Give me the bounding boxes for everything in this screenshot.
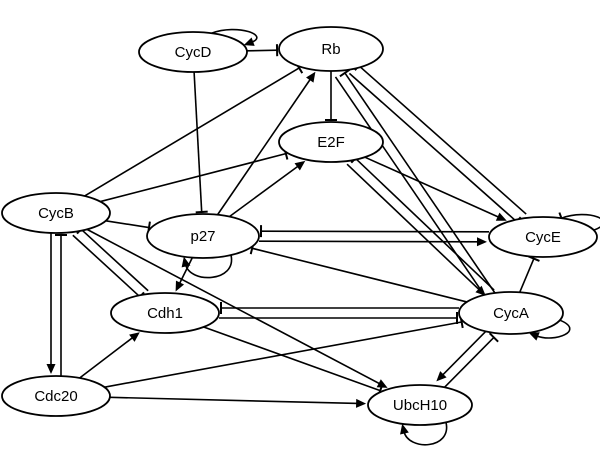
- edge-CycB-to-p27: [105, 219, 151, 234]
- edge-p27-to-CycE: [258, 237, 487, 247]
- self-loop-p27: [181, 254, 233, 279]
- edge-CycD-to-Rb: [246, 44, 279, 57]
- node-CycE-label: CycE: [525, 229, 561, 246]
- edge-CycA-to-CycE: [518, 255, 540, 293]
- self-loop-CycA: [528, 319, 571, 341]
- node-E2F[interactable]: E2F: [278, 121, 384, 163]
- node-CycE[interactable]: CycE: [488, 216, 598, 258]
- edge-Rb-to-CycA: [334, 76, 492, 303]
- edge-p27-to-CycE-arrowhead: [476, 237, 487, 247]
- node-CycD[interactable]: CycD: [138, 31, 248, 73]
- edge-p27-to-Rb: [216, 71, 316, 216]
- edge-p27-to-Cdh1-arrowhead: [175, 280, 185, 292]
- self-loop-p27-arrowhead: [181, 256, 191, 268]
- node-Rb[interactable]: Rb: [278, 26, 384, 72]
- edge-CycB-to-Cdh1: [72, 234, 145, 302]
- edge-CycA-to-E2F: [350, 153, 495, 291]
- edge-CycA-to-p27: [249, 242, 467, 303]
- self-loop-CycA-arrowhead: [528, 332, 540, 341]
- edge-CycA-to-Cdh1: [220, 302, 459, 314]
- edges-layer: [46, 28, 600, 446]
- edge-CycA-to-UbcH10-arrowhead: [436, 371, 447, 382]
- node-Cdh1-label: Cdh1: [147, 305, 183, 322]
- edge-CycD-to-p27: [193, 71, 208, 214]
- edge-E2F-to-CycA-arrowhead: [475, 285, 486, 296]
- edge-CycB-to-UbcH10: [86, 228, 388, 388]
- edge-CycB-to-Rb: [84, 62, 304, 197]
- node-E2F-label: E2F: [317, 134, 345, 151]
- edge-Cdc20-to-UbcH10: [109, 396, 367, 408]
- edge-CycB-to-UbcH10-arrowhead: [376, 379, 388, 388]
- node-CycA[interactable]: CycA: [458, 291, 564, 335]
- self-loop-UbcH10-arrowhead: [400, 423, 409, 435]
- edge-UbcH10-to-CycA-inhibition-bar: [488, 332, 499, 343]
- edge-Cdc20-to-Cdh1-arrowhead: [129, 332, 140, 342]
- node-p27-label: p27: [190, 228, 215, 245]
- edge-Rb-to-E2F: [325, 71, 337, 121]
- node-Cdh1[interactable]: Cdh1: [110, 292, 220, 334]
- edge-E2F-to-CycA: [346, 163, 486, 296]
- edge-CycA-to-UbcH10: [436, 328, 489, 382]
- node-UbcH10-label: UbcH10: [393, 397, 447, 414]
- edge-Cdc20-to-UbcH10-arrowhead: [355, 398, 367, 408]
- edge-UbcH10-to-CycA: [441, 332, 499, 391]
- node-Rb-label: Rb: [321, 41, 340, 58]
- self-loop-CycD: [211, 28, 258, 46]
- edge-CycB-to-Cdc20: [46, 233, 56, 374]
- edge-E2F-to-CycE: [364, 156, 507, 221]
- edge-p27-to-E2F-arrowhead: [294, 160, 306, 171]
- node-UbcH10[interactable]: UbcH10: [367, 384, 473, 426]
- edge-CycB-to-E2F: [100, 147, 289, 203]
- edge-Cdc20-to-CycB: [55, 234, 67, 376]
- edge-Cdh1-to-CycB: [76, 224, 149, 292]
- node-CycB[interactable]: CycB: [1, 192, 111, 234]
- node-Cdc20-label: Cdc20: [34, 388, 77, 405]
- edge-Cdh1-to-CycA: [219, 312, 458, 324]
- self-loop-UbcH10: [400, 422, 448, 446]
- node-CycD-label: CycD: [175, 44, 212, 61]
- node-CycB-label: CycB: [38, 205, 74, 222]
- edge-CycD-to-p27-inhibition-bar: [195, 210, 208, 214]
- edge-Cdc20-to-Cdh1: [79, 332, 140, 379]
- edge-CycB-to-Cdc20-arrowhead: [46, 364, 56, 374]
- edge-p27-to-Rb-arrowhead: [306, 71, 316, 83]
- edge-CycE-to-p27: [259, 225, 490, 238]
- edge-E2F-to-CycE-arrowhead: [495, 212, 507, 221]
- node-CycA-label: CycA: [493, 305, 529, 322]
- node-p27[interactable]: p27: [146, 213, 260, 259]
- node-Cdc20[interactable]: Cdc20: [1, 375, 111, 417]
- edge-p27-to-E2F: [228, 160, 306, 218]
- nodes-layer: CycD Rb E2F CycB p27 CycE Cdh1 CycA: [1, 26, 598, 426]
- self-loop-CycD-arrowhead: [243, 37, 255, 46]
